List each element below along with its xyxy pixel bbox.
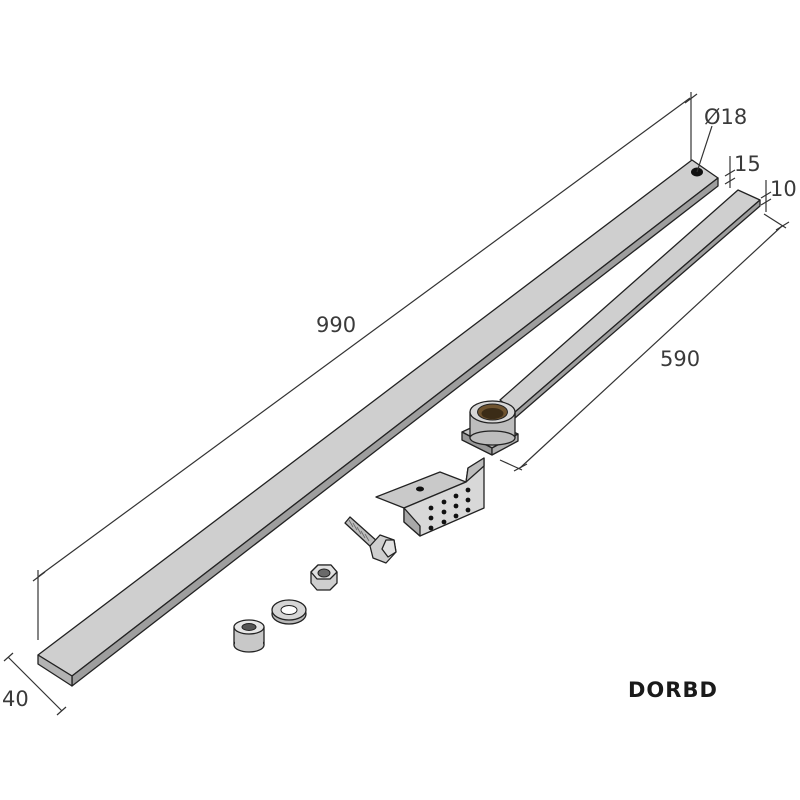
angle-bracket: [375, 457, 485, 537]
bushing-bore-inner: [481, 408, 504, 419]
dimension-lines: [3, 92, 790, 716]
spacer-sleeve: [233, 619, 265, 653]
spacer-hole: [241, 623, 257, 631]
dim-15-tick-a: [724, 169, 736, 177]
washer-hole: [280, 605, 298, 615]
bolt: [344, 516, 397, 564]
dim-590-label: 590: [660, 347, 700, 371]
dim-40-label: 40: [2, 687, 29, 711]
bushing-bottom-rim: [469, 430, 516, 446]
long-bar-side-face: [71, 177, 719, 687]
product-code: DORBD: [628, 678, 718, 702]
dim-10-label: 10: [770, 177, 797, 201]
washer: [271, 599, 307, 625]
dim-590-tick-right: [775, 221, 790, 231]
dim-40-tick-top: [3, 652, 14, 662]
dim-40-tick-bottom: [56, 706, 67, 716]
dim-990-label: 990: [316, 313, 356, 337]
bracket-edge: [403, 507, 421, 537]
nut: [310, 564, 338, 591]
dim-990-tick-left: [32, 571, 46, 582]
dim-hole-leader: [696, 125, 713, 173]
bracket-flange-top: [465, 457, 485, 483]
bracket-hole-grid: [428, 487, 471, 531]
bushing-assembly: [461, 400, 519, 456]
dim-590-line: [519, 225, 783, 469]
bolt-thread: [348, 519, 370, 542]
long-bar-top-face: [37, 159, 719, 677]
dim-15-label: 15: [734, 152, 761, 176]
dim-990-line: [38, 97, 691, 577]
dim-10-tick-a: [760, 191, 772, 199]
bolt-head-face: [381, 539, 397, 558]
bracket-hole-flange: [416, 486, 424, 492]
long-bar: [37, 159, 719, 687]
dim-40-line: [7, 656, 63, 712]
dim-15-tick-b: [724, 177, 736, 185]
dim-hole-label: Ø18: [704, 105, 747, 129]
long-bar-end-face: [37, 654, 73, 687]
nut-hole: [317, 568, 331, 578]
dim-590-tick-left: [513, 463, 528, 472]
dim-990-tick-right: [684, 93, 698, 104]
dim-10-tick-b: [760, 198, 772, 206]
